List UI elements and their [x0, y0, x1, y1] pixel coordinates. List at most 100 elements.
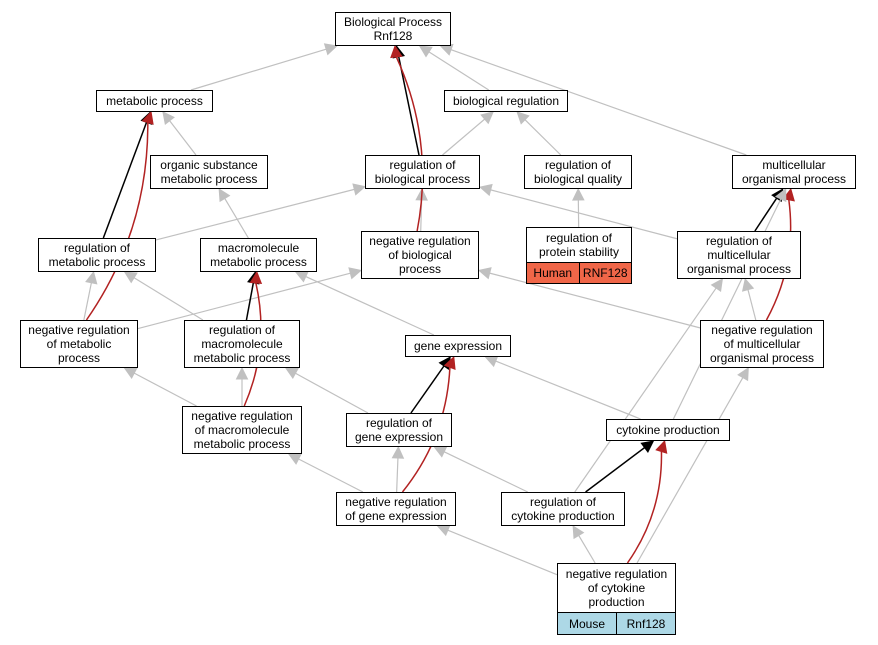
node-label-line: regulation of: [545, 231, 613, 245]
edge-negreggene-to-negregmacro: [287, 453, 364, 493]
node-label-line: negative regulation: [191, 409, 293, 423]
edge-line: [224, 198, 249, 239]
edge-negreggene-to-reggene: [391, 445, 405, 493]
edge-regqual-to-bioreg: [516, 111, 562, 156]
edge-arrowhead: [480, 111, 494, 125]
node-label-line: process: [398, 262, 442, 276]
edge-orgsub-to-metabolic: [162, 111, 197, 156]
node-label-line: Biological Process: [343, 15, 443, 29]
edge-arrowhead: [141, 110, 154, 125]
node-label-line: metabolic process: [193, 437, 291, 451]
node-label-line: regulation of: [705, 234, 773, 248]
edge-negregmulti-to-regmulti: [741, 277, 757, 321]
edge-arrowhead: [287, 453, 302, 465]
edge-negregmet-to-negregbio: [137, 267, 363, 330]
node-label-line: regulation of: [389, 158, 456, 172]
node-metabolic-process: metabolic process: [96, 90, 213, 112]
node-label-line: metabolic process: [48, 255, 146, 269]
node-label-line: organismal process: [741, 172, 847, 186]
edge-line: [102, 122, 148, 239]
edge-arrowhead: [572, 187, 585, 201]
edge-cytoprod-to-multi: [672, 187, 787, 420]
edge-metabolic-to-root: [190, 43, 338, 91]
node-label-line: of gene expression: [345, 509, 447, 523]
edge-line: [489, 272, 701, 329]
edge-arrowhead: [710, 278, 724, 293]
edge-arrowhead: [741, 277, 755, 292]
node-label-line: organismal process: [686, 262, 792, 276]
node-label-line: negative regulation: [28, 323, 130, 337]
edge-arrowhead: [294, 271, 309, 283]
node-label-line: of biological: [388, 248, 452, 262]
edge-line: [442, 118, 486, 156]
edge-line: [626, 451, 663, 564]
edge-arrowhead: [348, 267, 363, 280]
edge-regbio-to-bioreg: [442, 111, 494, 156]
edge-negregcyto-to-negregmulti: [636, 367, 749, 564]
edge-arrowhead: [284, 367, 299, 380]
edge-arrowhead: [123, 367, 138, 379]
edge-arrowhead: [391, 445, 405, 459]
edge-line: [578, 535, 596, 564]
node-label-line: of metabolic: [46, 337, 112, 351]
edge-arrowhead: [235, 366, 249, 380]
edge-arrowhead: [443, 355, 456, 370]
edge-line: [305, 276, 435, 336]
edge-arrowhead: [516, 111, 530, 125]
node-label-line: cytokine production: [616, 423, 720, 437]
edge-regmulti-to-regbio: [478, 183, 678, 240]
edge-arrowhead: [123, 271, 138, 284]
edge-arrowhead: [85, 270, 98, 285]
edge-line: [495, 360, 641, 420]
edge-line: [133, 372, 197, 407]
edge-regcyto-to-cytoprod: [585, 440, 655, 493]
edge-negregmet-to-metabolic: [85, 110, 154, 321]
edge-line: [397, 56, 420, 156]
node-label-line: biological regulation: [452, 94, 560, 108]
edge-reggene-to-regmacro: [284, 367, 369, 414]
edge-regcyto-to-regmulti: [574, 278, 724, 493]
edge-arrowhead: [774, 187, 787, 203]
edge-arrowhead: [352, 183, 367, 196]
node-label-line: organismal process: [709, 351, 815, 365]
edge-geneexp-to-macro: [294, 271, 435, 336]
node-label-line: regulation of: [544, 158, 612, 172]
node-cytokine-production: cytokine production: [606, 419, 730, 441]
edge-line: [295, 372, 369, 414]
node-label-line: production: [588, 595, 645, 609]
node-label-line: of multicellular: [723, 337, 801, 351]
edge-arrowhead: [640, 440, 655, 453]
edge-line: [169, 120, 197, 156]
node-label-line: negative regulation: [711, 323, 813, 337]
edge-line: [396, 457, 399, 493]
node-gene-expression: gene expression: [405, 335, 511, 357]
edge-arrowhead: [478, 183, 493, 197]
node-label-line: negative regulation: [369, 234, 471, 248]
edge-line: [428, 51, 490, 91]
node-label-line: metabolic process: [193, 351, 291, 365]
edge-negregmulti-to-negregbio: [477, 267, 701, 329]
species-cell: Mouse: [568, 616, 606, 631]
edge-bioreg-to-root: [418, 45, 490, 91]
edge-negregcyto-to-cytoprod: [626, 439, 668, 564]
edge-line: [585, 447, 646, 493]
edge-line: [447, 529, 558, 576]
edge-line: [443, 451, 528, 493]
node-label-line: regulation of: [365, 416, 433, 430]
edge-arrowhead: [655, 439, 668, 454]
node-label-line: process: [57, 351, 101, 365]
